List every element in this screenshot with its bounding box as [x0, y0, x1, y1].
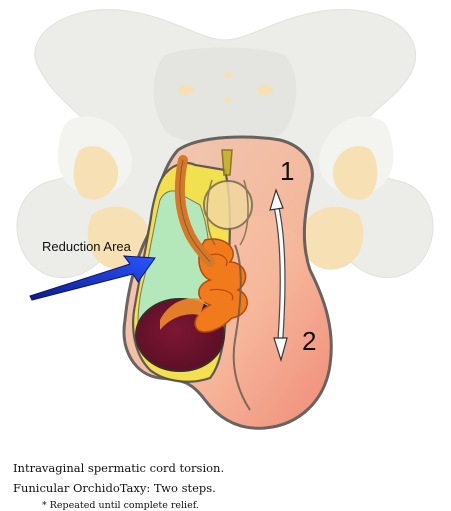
reduction-area-label: Reduction Area [42, 239, 132, 254]
orchidotaxy-diagram: Reduction Area 1 2 [0, 0, 451, 450]
caption-line-1: Intravaginal spermatic cord torsion. [13, 461, 224, 475]
caption-line-2: Funicular OrchidoTaxy: Two steps. [13, 481, 216, 495]
step-one-label: 1 [280, 156, 294, 186]
step-two-label: 2 [302, 326, 316, 356]
caption-note: * Repeated until complete relief. [42, 500, 199, 511]
